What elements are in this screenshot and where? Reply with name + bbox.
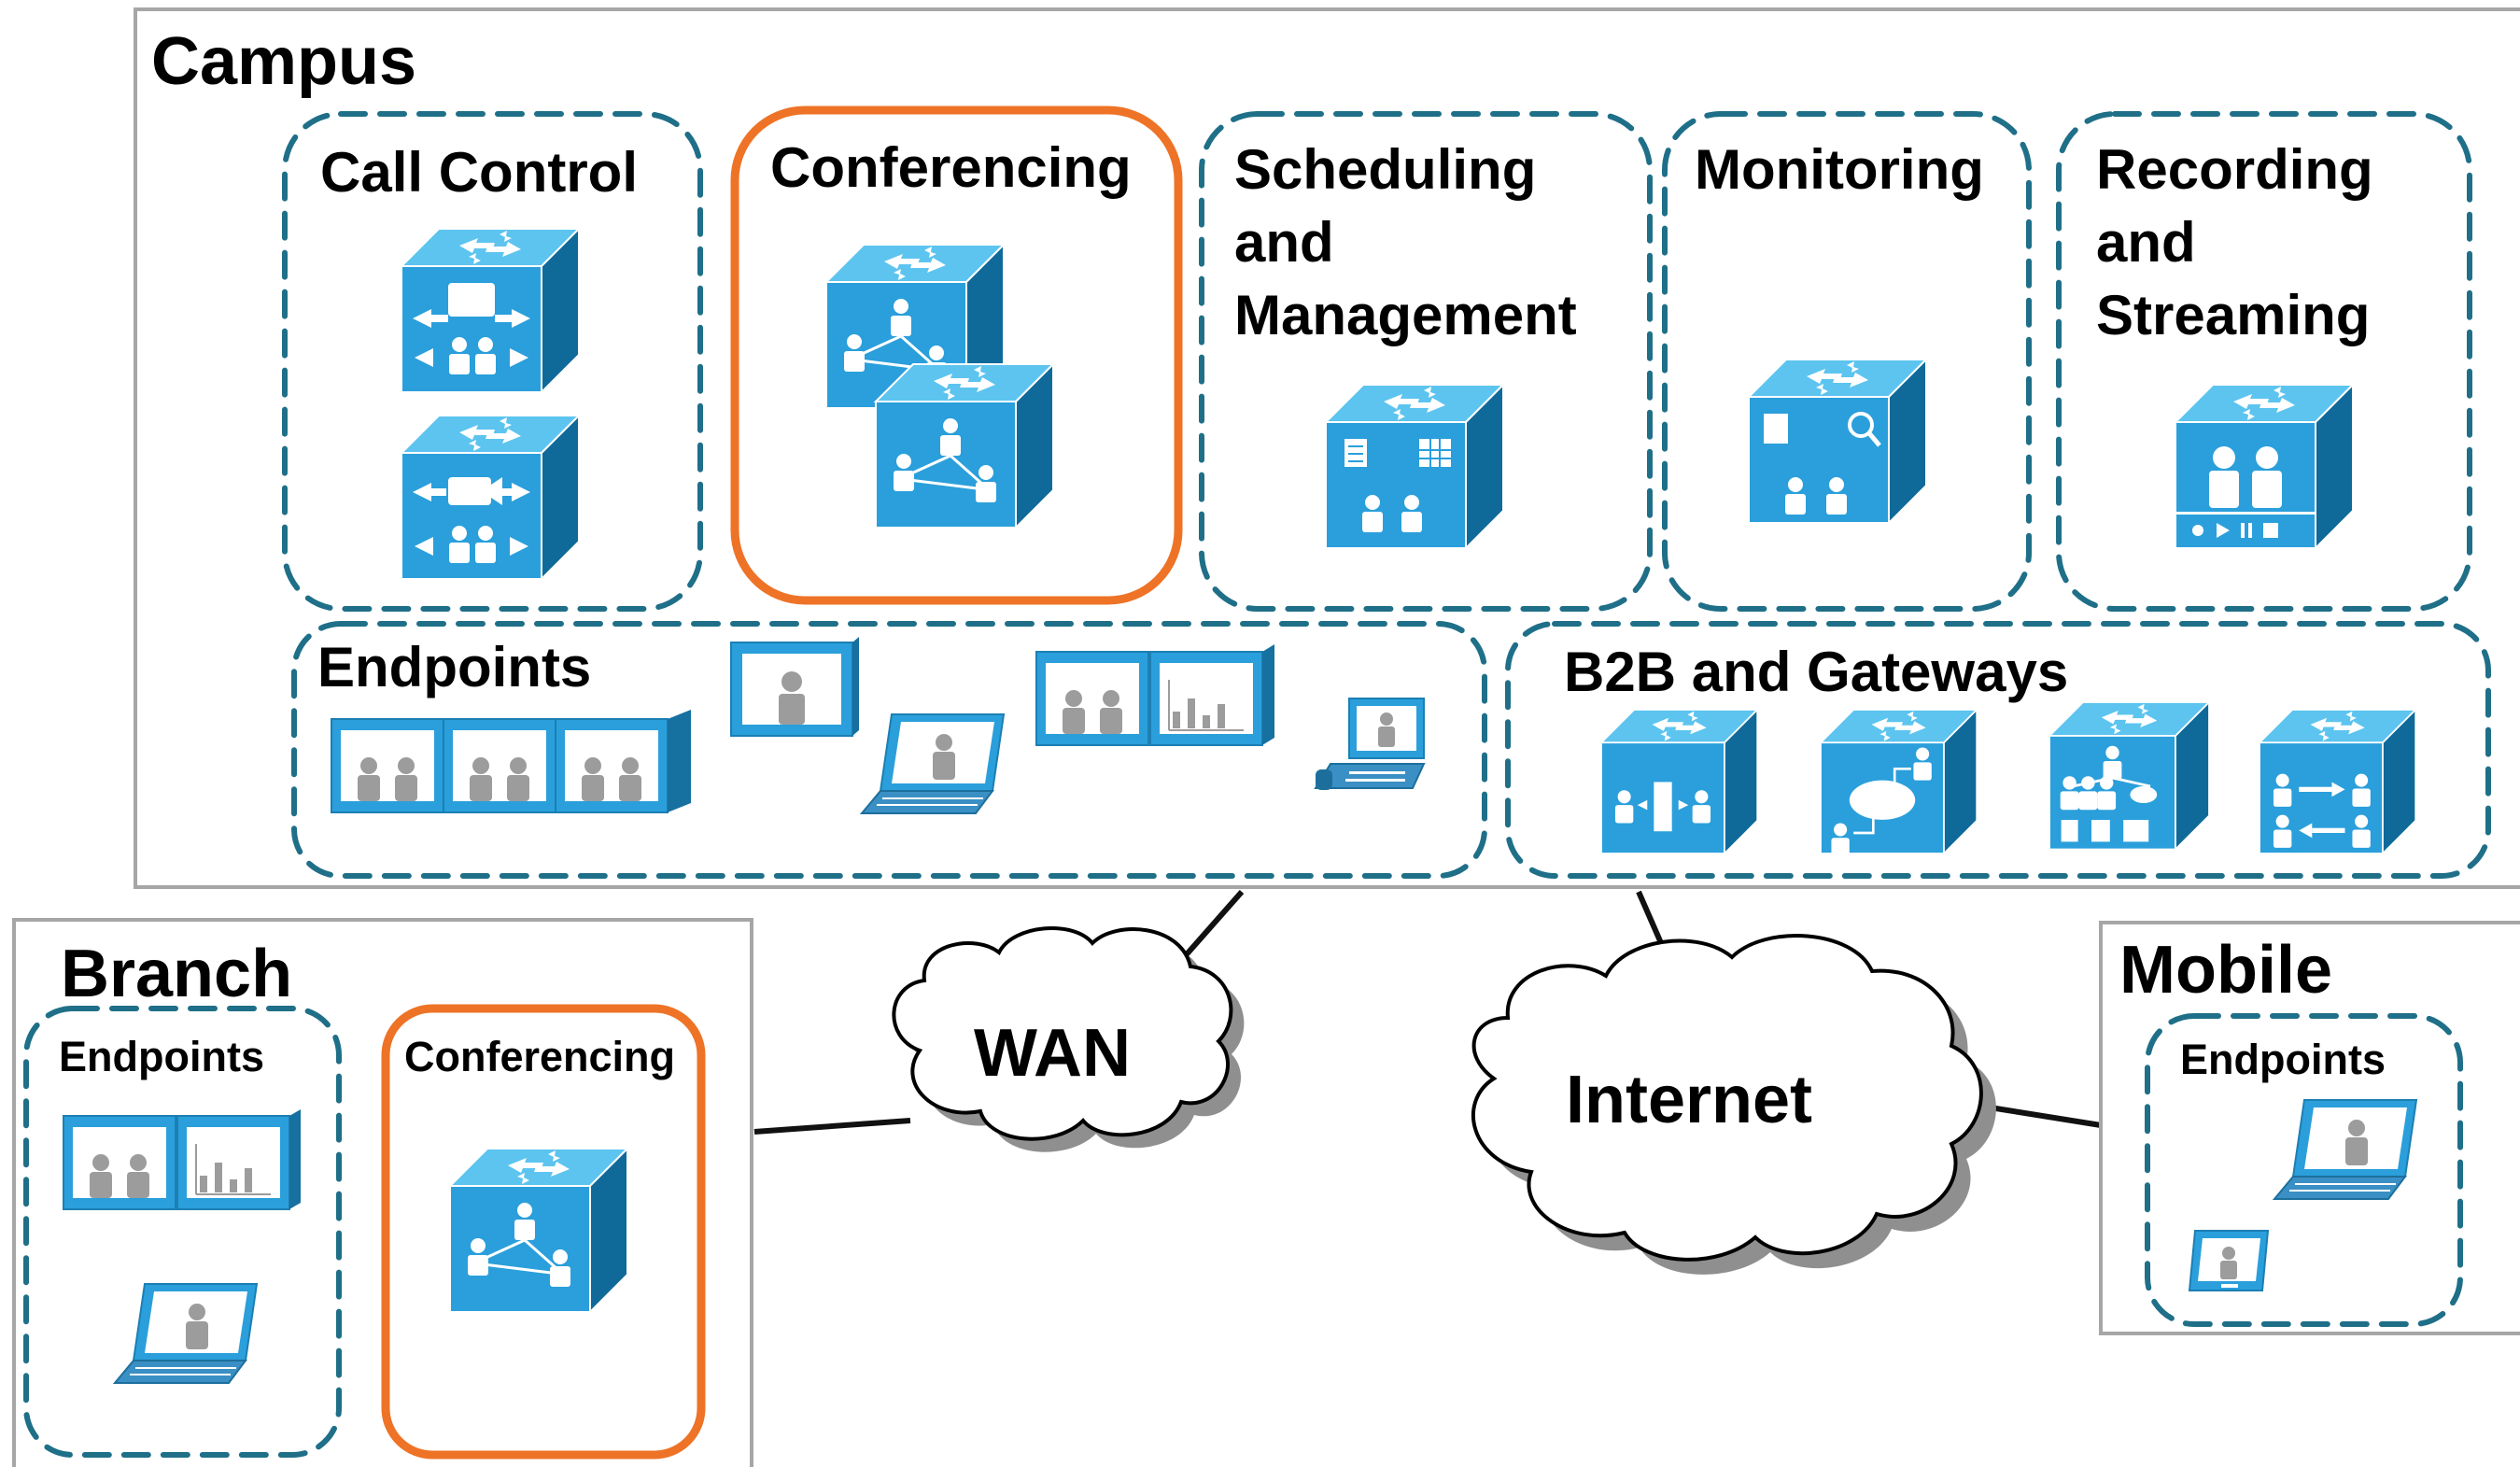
monitoring-title: Monitoring — [1695, 138, 1984, 201]
scheduling-group: Scheduling and Management — [1199, 111, 1653, 612]
wan-cloud: WAN — [892, 926, 1245, 1152]
wan-label: WAN — [974, 1016, 1131, 1091]
recording-title-line2: and — [2096, 211, 2196, 274]
tablet-icon — [2188, 1230, 2270, 1291]
conferencing-group: Conferencing — [730, 106, 1183, 605]
monitoring-server-icon — [1748, 359, 1927, 524]
mobile-endpoints-boundary — [2145, 1013, 2463, 1327]
video-phone-icon — [1314, 698, 1426, 790]
b2b-gateways-boundary — [1505, 621, 2491, 879]
branch-title: Branch — [61, 937, 292, 1011]
cloud-gateway-icon — [1820, 709, 1978, 856]
call-manager-icon — [401, 228, 580, 393]
b2b-gateways-title: B2B and Gateways — [1564, 641, 2068, 703]
b2b-exchange-icon — [2259, 709, 2417, 854]
recording-title-line3: Streaming — [2096, 284, 2370, 346]
dual-screen-collaboration-icon — [1035, 644, 1274, 746]
desktop-video-screen-icon — [730, 637, 859, 737]
scheduling-title-line3: Management — [1234, 284, 1577, 346]
mobile-region: Mobile Endpoints — [2099, 921, 2520, 1335]
campus-region: Campus Call Control — [134, 7, 2520, 889]
scheduling-title-line1: Scheduling — [1234, 138, 1536, 201]
scheduling-server-icon — [1325, 384, 1504, 549]
campus-endpoints-group: Endpoints — [291, 621, 1487, 879]
scheduling-title-line2: and — [1234, 211, 1334, 274]
scheduling-boundary — [1199, 111, 1653, 612]
conferencing-highlight — [730, 106, 1183, 605]
internet-label: Internet — [1566, 1063, 1812, 1137]
monitoring-group: Monitoring — [1662, 111, 2032, 612]
conferencing-title: Conferencing — [770, 136, 1132, 199]
mobile-endpoints-title: Endpoints — [2180, 1036, 2386, 1083]
recording-boundary — [2056, 111, 2472, 612]
call-control-title: Call Control — [320, 141, 638, 204]
branch-conferencing-title: Conferencing — [404, 1033, 675, 1080]
campus-endpoints-title: Endpoints — [317, 636, 591, 698]
video-call-control-icon — [401, 415, 580, 580]
branch-wan-link — [753, 1118, 911, 1135]
campus-endpoints-boundary — [291, 621, 1487, 879]
telepresence-triple-screen-icon — [331, 710, 691, 813]
mobile-endpoints-group: Endpoints — [2145, 1013, 2463, 1327]
recording-server-icon — [2175, 384, 2354, 549]
mobile-title: Mobile — [2119, 933, 2332, 1008]
branch-conferencing-group: Conferencing — [381, 1004, 706, 1460]
branch-endpoints-title: Endpoints — [59, 1033, 264, 1080]
branch-endpoints-boundary — [23, 1006, 342, 1458]
monitoring-boundary — [1662, 111, 2032, 612]
firewall-traversal-icon — [1600, 709, 1759, 854]
internet-mobile-link — [1983, 1104, 2102, 1128]
branch-conference-bridge-icon — [449, 1148, 628, 1313]
call-control-group: Call Control — [282, 111, 703, 612]
recording-title-line1: Recording — [2096, 138, 2373, 201]
b2b-gateways-group: B2B and Gateways — [1505, 621, 2491, 879]
branch-dual-screen-icon — [63, 1109, 301, 1210]
internet-cloud: Internet — [1471, 934, 1996, 1275]
branch-endpoints-group: Endpoints — [23, 1006, 342, 1458]
branch-conferencing-highlight — [381, 1004, 706, 1460]
branch-region: Branch Endpoints Conferencing — [12, 918, 753, 1467]
recording-group: Recording and Streaming — [2056, 111, 2472, 612]
campus-title: Campus — [151, 24, 416, 99]
multipoint-gateway-icon — [2048, 701, 2210, 851]
conference-bridge-icon-front — [875, 363, 1054, 529]
